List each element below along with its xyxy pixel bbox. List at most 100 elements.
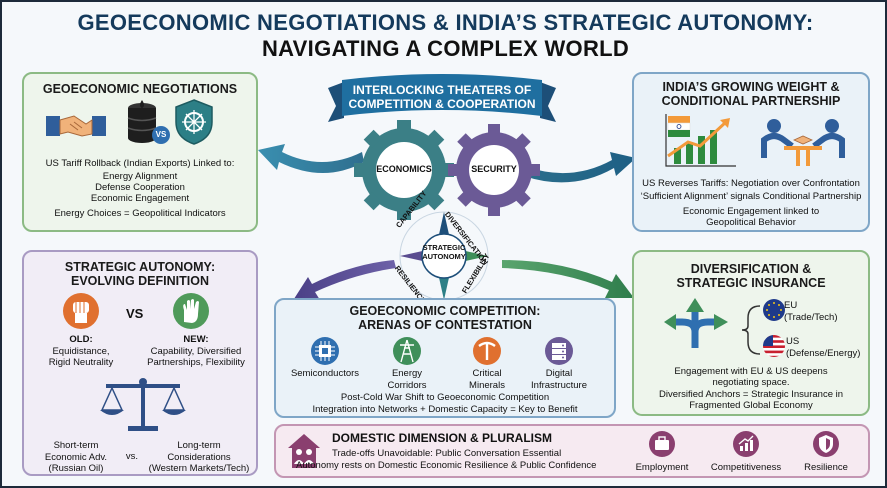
power-tower-icon (393, 337, 421, 365)
eu-label: EU (Trade/Tech) (784, 300, 838, 323)
main-title-line1: GEOECONOMIC NEGOTIATIONS & INDIA’S STRAT… (77, 10, 814, 35)
gear-security (448, 124, 540, 216)
new-text-line2: Partnerships, Flexibility (147, 357, 245, 368)
short-term-text: Short-term Economic Adv. (Russian Oil) (30, 440, 122, 475)
india-line3: Economic Engagement linked to (682, 206, 820, 217)
arrow-to-strategic-autonomy (292, 260, 396, 302)
main-title-line2: NAVIGATING A COMPLEX WORLD (261, 36, 630, 61)
house-people-icon (288, 434, 320, 468)
item-competitiveness: Competitiveness (710, 462, 782, 473)
banner-ribbon (328, 74, 556, 122)
div-line3: Diversified Anchors = Strategic Insuranc… (658, 389, 844, 400)
arena-digital-infrastructure: Digital Infrastructure (514, 368, 604, 391)
india-line1: US Reverses Tariffs: Negotiation over Co… (642, 178, 860, 189)
div-line2: negotiating space. (712, 377, 790, 388)
arrow-to-geo-negotiations (258, 144, 364, 173)
eu-flag-icon (763, 299, 785, 321)
old-definition: OLD: Equidistance, Rigid Neutrality (24, 334, 138, 369)
us-label: US (Defense/Energy) (786, 336, 870, 359)
scale-vs: vs. (125, 451, 139, 462)
gear-security-label: SECURITY (471, 164, 517, 174)
strategic-vs: VS (126, 306, 144, 321)
branch-brace (741, 305, 761, 355)
arena-label-line1: Energy (391, 368, 423, 379)
item-resilience: Resilience (804, 462, 848, 473)
new-text-line1: Capability, Diversified (150, 345, 242, 357)
long-term-text: Long-term Considerations (Western Market… (140, 440, 258, 475)
short-line2: Economic Adv. (44, 451, 108, 463)
us-line1: US (786, 336, 800, 347)
short-line1: Short-term (53, 440, 99, 451)
arena-label-line1: Critical (472, 368, 502, 379)
domestic-line1: Trade-offs Unavoidable: Public Conversat… (332, 448, 562, 459)
panel-domestic-dimension: DOMESTIC DIMENSION & PLURALISM Trade-off… (274, 424, 870, 478)
old-label: OLD: (69, 334, 93, 345)
oil-barrel-icon (127, 100, 157, 143)
chip-icon (311, 337, 339, 365)
open-hand-icon (173, 293, 209, 329)
new-label: NEW: (183, 334, 209, 345)
long-line3: (Western Markets/Tech) (148, 463, 250, 474)
banner-text: INTERLOCKING THEATERS OF COMPETITION & C… (342, 83, 542, 111)
arena-label-line1: Digital (545, 368, 573, 379)
panel-title-line2: STRATEGIC INSURANCE (676, 276, 826, 290)
panel-diversification: DIVERSIFICATION & STRATEGIC INSURANCE EU… (632, 250, 870, 416)
shield-icon (175, 99, 213, 145)
eu-line1: EU (784, 300, 798, 311)
div-line1: Engagement with EU & US deepens (674, 366, 828, 377)
arena-label-line2: Corridors (387, 379, 427, 391)
arena-label-line2: Minerals (469, 379, 505, 391)
banner-line2: COMPETITION & COOPERATION (348, 97, 536, 111)
energy-line: Energy Alignment (102, 171, 178, 182)
arrow-to-india-panel (524, 152, 636, 183)
india-line4: Geopolitical Behavior (706, 217, 796, 228)
meeting-icon (761, 119, 845, 166)
panel-title-line1: INDIA’S GROWING WEIGHT & (662, 80, 840, 94)
vs-badge: VS (152, 126, 170, 144)
balance-scale-icon (100, 378, 186, 431)
eu-line2: (Trade/Tech) (784, 311, 838, 323)
panel-strategic-autonomy: STRATEGIC AUTONOMY: EVOLVING DEFINITION … (22, 250, 258, 476)
domestic-title: DOMESTIC DIMENSION & PLURALISM (332, 431, 553, 445)
panel-title-line1: GEOECONOMIC COMPETITION: (349, 304, 541, 318)
arrow-to-diversification (502, 260, 634, 298)
panel-title-line2: CONDITIONAL PARTNERSHIP (661, 94, 841, 108)
old-text-line1: Equidistance, (52, 345, 110, 357)
panel-title: GEOECONOMIC NEGOTIATIONS (42, 82, 238, 96)
item-employment: Employment (635, 462, 689, 473)
india-line2: ‘Sufficient Alignment’ signals Condition… (640, 191, 862, 202)
pickaxe-icon (473, 337, 501, 365)
panel-title-line1: STRATEGIC AUTONOMY: (64, 260, 216, 274)
us-flag-icon (763, 335, 785, 357)
raised-fist-icon (63, 293, 99, 329)
panel-title-line1: DIVERSIFICATION & (690, 262, 812, 276)
arena-semiconductors: Semiconductors (280, 368, 370, 380)
shield-resilience-icon (813, 431, 839, 457)
compass-center: STRATEGIC AUTONOMY (416, 243, 472, 261)
competition-line1: Post-Cold War Shift to Geoeconomic Compe… (340, 392, 550, 403)
gear-economics-label: ECONOMICS (376, 164, 432, 174)
handshake-icon (46, 115, 106, 137)
growth-icon (733, 431, 759, 457)
us-line2: (Defense/Energy) (786, 347, 861, 359)
tariff-line: US Tariff Rollback (Indian Exports) Link… (45, 158, 235, 169)
div-line4: Fragmented Global Economy (689, 400, 813, 411)
panel-title-line2: EVOLVING DEFINITION (71, 274, 209, 288)
domestic-line2: Autonomy rests on Domestic Economic Resi… (296, 460, 597, 471)
arena-label-line2: Infrastructure (531, 379, 587, 391)
long-line1: Long-term (177, 440, 221, 451)
split-arrows-icon (664, 298, 728, 348)
gears-graphic (354, 120, 540, 220)
panel-title-line2: ARENAS OF CONTESTATION (358, 318, 532, 332)
briefcase-icon (649, 431, 675, 457)
old-text-line2: Rigid Neutrality (48, 357, 114, 368)
server-icon (545, 337, 573, 365)
panel-india-weight: INDIA’S GROWING WEIGHT & CONDITIONAL PAR… (632, 72, 870, 232)
panel-geoeconomic-competition: GEOECONOMIC COMPETITION: ARENAS OF CONTE… (274, 298, 616, 418)
new-definition: NEW: Capability, Diversified Partnership… (136, 334, 256, 369)
panel-geoeconomic-negotiations: GEOECONOMIC NEGOTIATIONS VS US Tariff Ro… (22, 72, 258, 232)
arena-critical-minerals: Critical Minerals (442, 368, 532, 391)
arena-label-line1: Semiconductors (290, 368, 360, 379)
